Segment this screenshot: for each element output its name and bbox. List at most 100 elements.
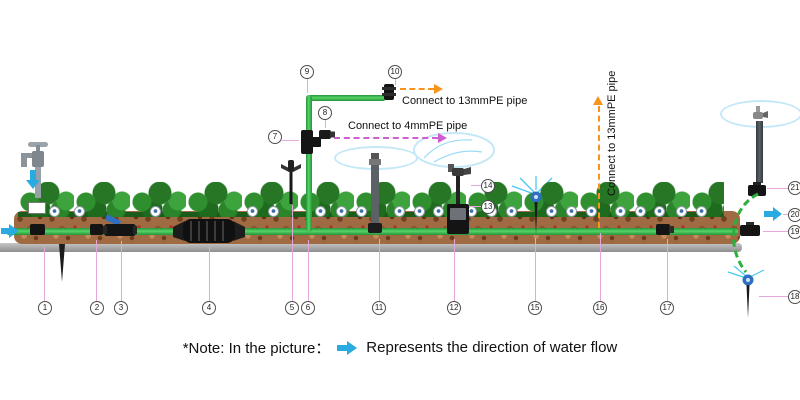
top-branch-pipe [306,95,386,101]
leader-line [292,205,293,302]
valve-icon [103,214,137,236]
emitter-icon [586,206,597,217]
emitter-icon [566,206,577,217]
leader-line [767,188,788,189]
callout-20: 20 [788,208,800,222]
riser-tube-icon [756,121,763,183]
pipe-end-fitting-icon [740,222,760,236]
leader-line [379,239,380,302]
emitter-icon [336,206,347,217]
leader-line [308,240,309,302]
pe4-dashed-line [334,137,438,139]
emitter-icon [546,206,557,217]
filter-icon [173,219,245,243]
callout-16: 16 [593,301,607,315]
leader-line [783,214,788,215]
emitter-icon [247,206,258,217]
callout-1: 1 [38,301,52,315]
emitter-icon [414,206,425,217]
callout-2: 2 [90,301,104,315]
leader-line [763,231,788,232]
ground-strip [0,243,742,252]
tap-connector-fitting-icon [30,224,45,235]
emitter-icon [676,206,687,217]
note-prefix: *Note: In the picture： [182,340,331,357]
leader-line [282,140,299,141]
pe4-arrowhead-icon [438,133,447,143]
callout-9: 9 [300,65,314,79]
pipe-coupling-icon [90,224,103,235]
callout-19: 19 [788,225,800,239]
micro-sprinkler-icon [530,191,542,234]
dashed-pe-tube [732,192,759,273]
tap-adapter-icon [28,202,46,214]
callout-7: 7 [268,130,282,144]
callout-10: 10 [388,65,402,79]
popup-sprinkler-icon [368,153,382,233]
pe13-up-arrowhead-icon [593,96,603,105]
emitter-icon [268,206,279,217]
emitter-icon [615,206,626,217]
flow-right-arrow-icon [1,224,19,238]
pe4-label: Connect to 4mmPE pipe [348,120,468,132]
callout-4: 4 [202,301,216,315]
riser-tee-fitting-icon [748,182,766,196]
micro-spray-icon [727,265,765,279]
callout-15: 15 [528,301,542,315]
pe13-vertical-dashed-line [598,106,600,228]
pe13-top-label: Connect to 13mmPE pipe [402,95,528,107]
end-plug-icon [656,224,674,235]
leader-line [209,246,210,302]
flow-right-arrow-icon [337,340,358,355]
emitter-icon [150,206,161,217]
note-line: *Note: In the picture： Represents the di… [0,337,800,358]
pe13-vertical-label: Connect to 13mmPE pipe [606,70,618,196]
impact-sprinkler-icon [447,164,471,234]
flow-down-arrow-icon [26,170,40,189]
leader-line [395,79,396,85]
callout-17: 17 [660,301,674,315]
callout-8: 8 [318,106,332,120]
pe13-connector-icon [382,84,396,100]
leader-line [96,240,97,302]
leader-line [44,247,45,302]
leader-line [667,239,668,302]
emitter-icon [315,206,326,217]
ground-stake-icon [59,244,65,282]
leader-line [535,238,536,302]
flow-right-arrow-icon [764,207,782,221]
callout-11: 11 [372,301,386,315]
callout-6: 6 [301,301,315,315]
pe13-arrowhead-icon [434,84,443,94]
leader-line [469,206,481,207]
riser-sprinkler-head-icon [753,106,768,119]
leader-line [471,185,481,186]
pe13-dashed-line [400,88,434,90]
note-suffix: Represents the direction of water flow [366,339,618,356]
callout-13: 13 [481,200,495,214]
emitter-icon [356,206,367,217]
emitter-icon [635,206,646,217]
callout-18: 18 [788,290,800,304]
emitter-icon [49,206,60,217]
callout-12: 12 [447,301,461,315]
callout-3: 3 [114,301,128,315]
callout-14: 14 [481,179,495,193]
emitter-icon [696,206,707,217]
impact-spray-icon [413,132,495,168]
leader-line [325,119,326,128]
leader-line [759,296,788,297]
tee-fitting-icon [301,130,321,154]
emitter-icon [506,206,517,217]
leader-line [307,79,308,93]
barb-fitting-icon [319,130,335,139]
emitter-icon [394,206,405,217]
leader-line [600,233,601,302]
callout-5: 5 [285,301,299,315]
emitter-icon [433,206,444,217]
emitter-icon [74,206,85,217]
riser-pipe [306,95,312,232]
leader-line [121,241,122,302]
callout-21: 21 [788,181,800,195]
